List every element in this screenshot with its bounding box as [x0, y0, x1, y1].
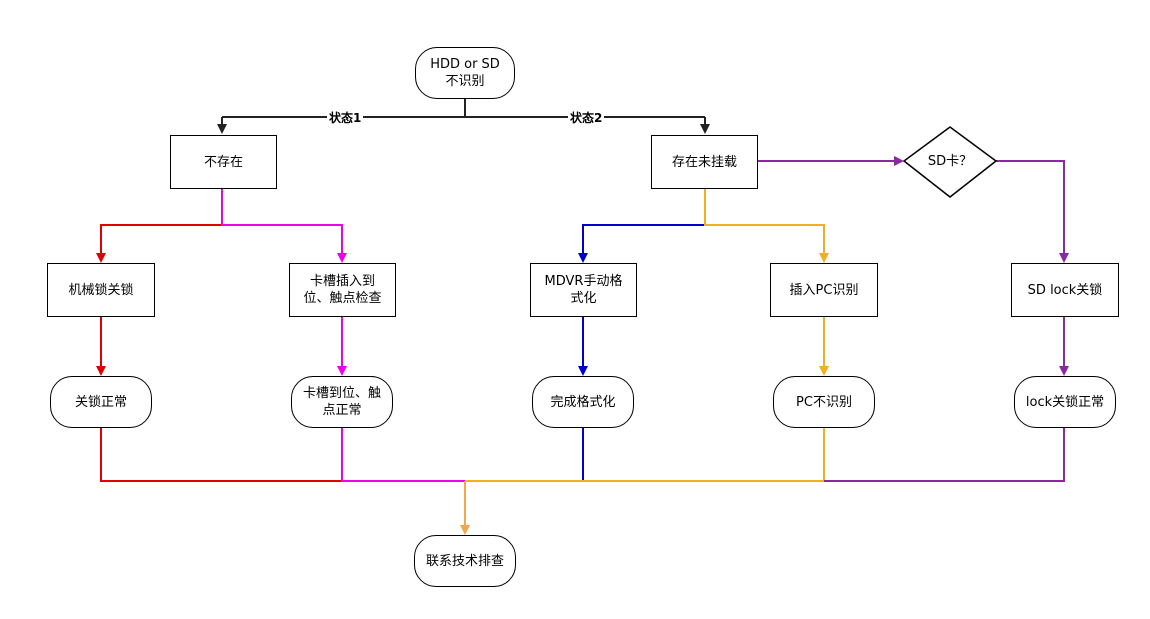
- lock-normal-node: 关锁正常: [50, 376, 152, 428]
- state1-label: 状态1: [327, 111, 364, 125]
- sd-card-question-text: SD卡？: [927, 154, 973, 169]
- slot-insert-check-node: 卡槽插入到 位、触点检查: [289, 263, 396, 317]
- edge-exist-to-insert-pc: [704, 188, 829, 263]
- format-done-node: 完成格式化: [532, 376, 634, 428]
- slot-contact-normal-node: 卡槽到位、触 点正常: [291, 376, 393, 428]
- sd-card-decision-diamond: [902, 126, 998, 198]
- contact-tech-node: 联系技术排查: [414, 535, 516, 587]
- state2-label: 状态2: [568, 111, 605, 125]
- exist-unmounted-node: 存在未挂载: [651, 135, 758, 189]
- edge-exist-to-mdvr: [578, 224, 705, 263]
- sd-lock-close-node: SD lock关锁: [1011, 263, 1119, 317]
- edge-merge-bottom: [100, 428, 1065, 535]
- edge-not-exist-to-slot: [221, 188, 347, 263]
- insert-pc-node: 插入PC识别: [770, 263, 878, 317]
- edge-sd-card-to-sd-lock: [996, 160, 1069, 263]
- mdvr-format-node: MDVR手动格 式化: [530, 263, 637, 317]
- lock-close-normal-node: lock关锁正常: [1014, 376, 1116, 428]
- not-exist-node: 不存在: [170, 135, 277, 189]
- edge-not-exist-to-mech-lock: [96, 224, 222, 263]
- start-node: HDD or SD 不识别: [415, 47, 515, 99]
- edge-start-split: [217, 98, 710, 134]
- pc-not-recognized-node: PC不识别: [773, 376, 875, 428]
- mech-lock-close-node: 机械锁关锁: [47, 263, 155, 317]
